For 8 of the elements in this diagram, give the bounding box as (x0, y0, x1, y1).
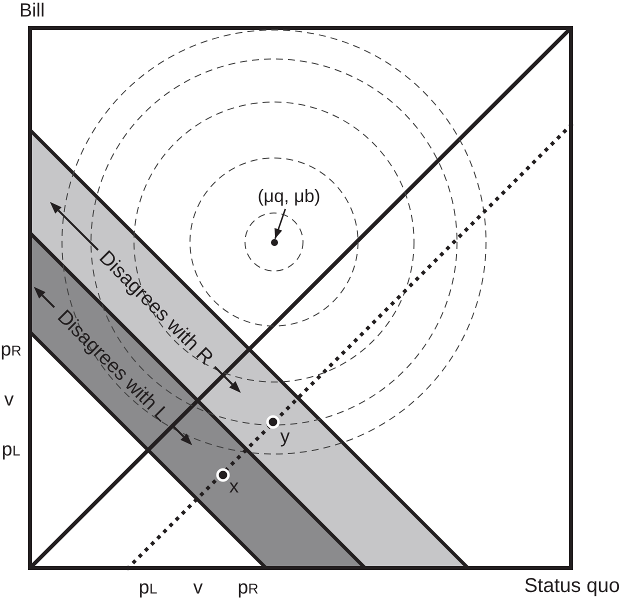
callout-label: (μq, μb) (258, 187, 320, 209)
point-label: y (280, 428, 290, 446)
tick-label: v (4, 390, 14, 410)
axis-title: Status quo (524, 576, 620, 596)
axis-title: Bill (19, 2, 45, 20)
tick-label: v (193, 578, 203, 598)
point-label: x (229, 478, 239, 496)
center-dot (270, 238, 278, 246)
